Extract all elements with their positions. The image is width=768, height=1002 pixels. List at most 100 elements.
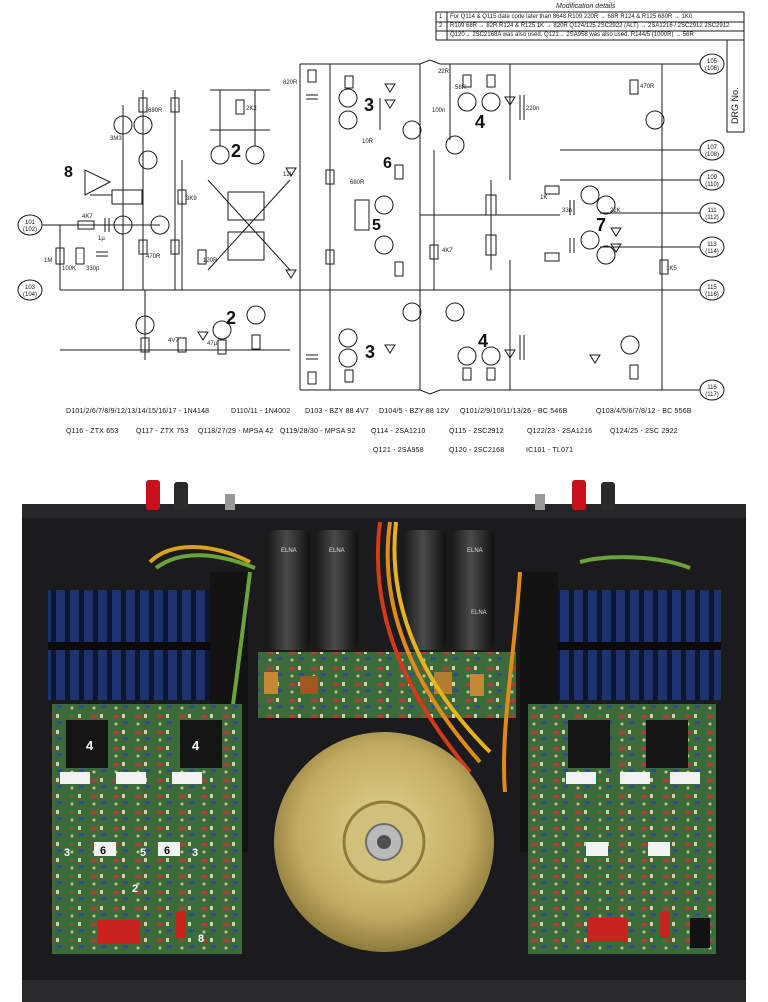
stage-mark-4-bottom: 4 (478, 331, 488, 351)
label-r-3k9: 3K9 (186, 196, 197, 202)
toroidal-transformer (274, 732, 494, 952)
terminal-out-d (699, 236, 725, 258)
label-r-in2: 1M (44, 258, 52, 264)
terminal-label-out-a: 107 (707, 145, 718, 151)
terminal-out-b (699, 169, 725, 191)
label-r-1k: 1K (540, 195, 547, 201)
label-r-1k5: 1K5 (666, 266, 677, 272)
component-d110: D110/11 - 1N4002 (231, 408, 291, 415)
label-r-56r: 56R (455, 85, 467, 91)
component-d104: D104/5 - BZY 88 12V (379, 408, 450, 415)
drawing-number-label: DRG No. (730, 87, 740, 124)
stage-mark-8: 8 (64, 164, 73, 181)
terminal-sublabel-out-c: (112) (705, 215, 719, 221)
modification-row-2-num: 2 (439, 23, 443, 29)
component-q121: Q121 - 2SA958 (373, 447, 424, 454)
label-c-in2: 330p (86, 266, 100, 272)
cap-label-2: ELNA (329, 548, 345, 554)
modification-title: Modification details (556, 3, 616, 10)
terminal-out-c (699, 202, 725, 224)
label-r-3m3: 3M3 (110, 136, 122, 142)
label-r-in1: 4K7 (82, 214, 93, 220)
terminal-sublabel-out-b: (110) (705, 182, 719, 188)
component-q115: Q115 - 2SC2912 (449, 428, 504, 435)
label-r-4k7: 4K7 (442, 248, 453, 254)
label-c-100n: 100n (432, 108, 445, 114)
photo-mark-5: 5 (140, 847, 146, 859)
photo-mark-8: 8 (198, 933, 204, 945)
terminal-group: 101(102)103(104)105(106)107(108)109(110)… (17, 53, 725, 401)
label-c-33n: 33n (562, 208, 572, 214)
stage-mark-3-top: 3 (364, 95, 374, 115)
label-r-680b: 680R (350, 180, 365, 186)
label-r-22k: 22K (610, 208, 621, 214)
terminal-sublabel-rail-positive: (106) (705, 66, 719, 72)
terminal-label-rail-positive: 105 (707, 59, 718, 65)
wiring-harness (119, 521, 691, 793)
component-q103: Q103/4/5/6/7/8/12 - BC 556B (596, 408, 692, 415)
label-r-fb: 470R (146, 254, 161, 260)
label-r-22r: 22R (438, 69, 450, 75)
terminal-sublabel-out-a: (108) (705, 152, 719, 158)
component-d101: D101/2/6/7/8/9/12/13/14/15/16/17 - 1N414… (66, 408, 210, 415)
label-r-10r: 10R (362, 139, 374, 145)
stage-mark-3-bottom: 3 (365, 342, 375, 362)
terminal-sublabel-out-d: (114) (705, 249, 719, 255)
label-r-470: 470R (640, 84, 655, 90)
stage-mark-6: 6 (383, 155, 392, 172)
label-c-in: 1µ (98, 236, 105, 242)
label-r-in3: 100K (62, 266, 76, 272)
photo-mark-4-right: 4 (192, 738, 200, 753)
reservoir-capacitors: ELNA ELNA ELNA ELNA (268, 530, 494, 650)
schematic-diagram: 101(102)103(104)105(106)107(108)109(110)… (17, 11, 745, 401)
amplifier-interior-photo: ELNA ELNA ELNA ELNA (0, 472, 768, 1002)
terminal-sublabel-rail-negative: (117) (705, 392, 719, 398)
terminal-label-out-d: 113 (707, 242, 717, 248)
stage-mark-2-top: 2 (231, 141, 241, 161)
component-q117: Q117 - ZTX 753 (136, 428, 189, 435)
label-r-680: 680R (148, 108, 163, 114)
label-r-120r: 120R (203, 258, 218, 264)
speaker-terminals (146, 480, 615, 510)
modification-row-1: For Q114 & Q115 date code later than 864… (450, 14, 693, 20)
component-q122: Q122/23 - 2SA1216 (527, 428, 593, 435)
photo-mark-2: 2 (132, 883, 138, 895)
stage-mark-4-top: 4 (475, 112, 485, 132)
component-ic101: IC101 - TL071 (526, 447, 574, 454)
terminal-sublabel-input: (102) (23, 227, 37, 233)
stage-mark-7: 7 (596, 215, 606, 235)
component-q101: Q101/2/9/10/11/13/26 - BC 546B (460, 408, 568, 415)
terminal-out-a (699, 139, 725, 161)
component-q116: Q116 - ZTX 653 (66, 428, 119, 435)
label-vz-4v7: 4V7 (168, 338, 179, 344)
terminal-ground-in (17, 279, 43, 301)
photo-mark-3-left: 3 (64, 847, 70, 859)
label-c-47u: 47µ (207, 341, 218, 347)
modification-row-2: R109 68R → 82R R124 & R125 1K → 820R Q12… (450, 23, 730, 29)
component-q124: Q124/25 - 2SC 2922 (610, 428, 678, 435)
terminal-sublabel-rail-mid: (116) (705, 292, 719, 298)
terminal-sublabel-ground-in: (104) (23, 292, 37, 298)
terminal-label-rail-mid: 115 (707, 285, 717, 291)
stage-mark-2-bottom: 2 (226, 308, 236, 328)
cap-label-4: ELNA (471, 610, 487, 616)
modification-row-3: Q120→ 2SC2168A was also used. Q121→ 2SA9… (450, 32, 694, 38)
cap-label-1: ELNA (281, 548, 297, 554)
component-q119: Q119/28/30 - MPSA 92 (280, 428, 356, 435)
component-d103: D103 - BZY 88 4V7 (305, 408, 369, 415)
label-v-12v: 12V (283, 172, 294, 178)
label-r-820: 820R (283, 80, 298, 86)
terminal-rail-mid (699, 279, 725, 301)
terminal-rail-negative (699, 379, 725, 401)
label-r-2k2: 2K2 (246, 106, 257, 112)
terminal-label-rail-negative: 116 (707, 385, 717, 391)
component-q118: Q118/27/29 - MPSA 42 (198, 428, 274, 435)
cap-label-3: ELNA (467, 548, 483, 554)
label-c-220n: 220n (526, 106, 539, 112)
terminal-label-out-b: 109 (707, 175, 718, 181)
terminal-label-ground-in: 103 (25, 285, 36, 291)
component-q120: Q120 - 2SC2168 (449, 447, 505, 454)
terminal-label-out-c: 111 (707, 208, 717, 214)
stage-mark-5: 5 (372, 217, 381, 234)
